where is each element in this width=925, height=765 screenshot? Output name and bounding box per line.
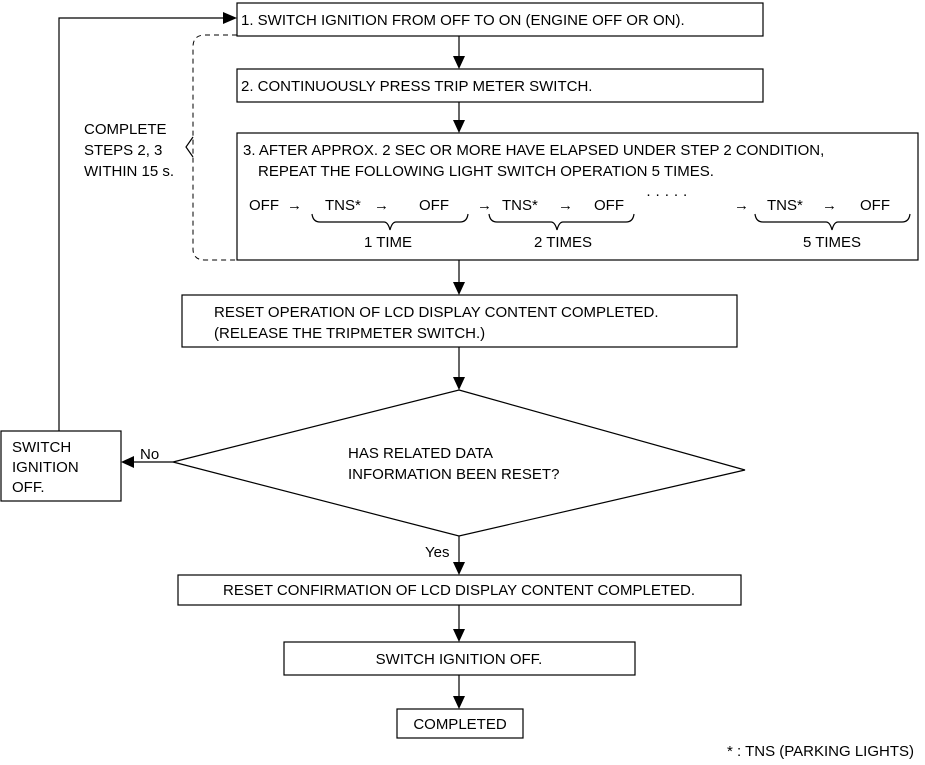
arrowhead-3-reset (453, 282, 465, 295)
seq-tns-1: TNS* (325, 197, 361, 214)
seq-arrow: → (558, 197, 573, 214)
switch-off-box (283, 641, 636, 676)
completed-text: COMPLETED (413, 716, 507, 733)
arrowhead-2-3 (453, 120, 465, 133)
switch-off-left-line2: IGNITION (12, 459, 79, 476)
bracket-pointer (185, 136, 194, 158)
switch-off-left-line1: SWITCH (12, 439, 71, 456)
arrowhead-confirm-off (453, 629, 465, 642)
brace-5-times (754, 213, 911, 231)
step3-line1: 3. AFTER APPROX. 2 SEC OR MORE HAVE ELAP… (243, 142, 824, 159)
seq-arrow: → (477, 197, 492, 214)
footnote: * : TNS (PARKING LIGHTS) (727, 743, 914, 760)
steps-bracket (192, 34, 237, 261)
seq-off-5: OFF (860, 197, 890, 214)
decision-line2: INFORMATION BEEN RESET? (348, 466, 559, 483)
step1-text: 1. SWITCH IGNITION FROM OFF TO ON (ENGIN… (241, 12, 685, 29)
seq-off-1: OFF (419, 197, 449, 214)
completed-box (396, 708, 524, 739)
seq-tns-5: TNS* (767, 197, 803, 214)
seq-arrow: → (822, 197, 837, 214)
arrowhead-reset-decision (453, 377, 465, 390)
light-switch-sequence: OFF → TNS* → OFF → TNS* → OFF · · · · · … (249, 186, 911, 251)
loop-back-line (58, 17, 224, 431)
seq-start-off: OFF (249, 197, 279, 214)
reset-confirmation-text: RESET CONFIRMATION OF LCD DISPLAY CONTEN… (223, 582, 695, 599)
brace-1-time (311, 213, 469, 231)
arrowhead-loop-back (223, 12, 237, 24)
note-line3: WITHIN 15 s. (84, 163, 174, 180)
seq-arrow: → (287, 197, 302, 214)
switch-off-left-box (0, 430, 122, 502)
arrowhead-1-2 (453, 56, 465, 69)
seq-arrow: → (374, 197, 389, 214)
label-5-times: 5 TIMES (803, 234, 861, 251)
yes-label: Yes (425, 544, 449, 561)
decision-diamond (172, 389, 746, 537)
seq-tns-2: TNS* (502, 197, 538, 214)
decision-line1: HAS RELATED DATA (348, 445, 493, 462)
arrowhead-off-completed (453, 696, 465, 709)
step2-box (236, 68, 764, 103)
arrowhead-no (121, 456, 134, 468)
seq-dots: · · · · · (646, 186, 688, 203)
seq-off-2: OFF (594, 197, 624, 214)
brace-2-times (488, 213, 635, 231)
label-2-times: 2 TIMES (534, 234, 592, 251)
reset-op-line1: RESET OPERATION OF LCD DISPLAY CONTENT C… (214, 304, 659, 321)
arrowhead-yes (453, 562, 465, 575)
step2-text: 2. CONTINUOUSLY PRESS TRIP METER SWITCH. (241, 78, 592, 95)
label-1-time: 1 TIME (364, 234, 412, 251)
switch-off-left-line3: OFF. (12, 479, 45, 496)
step3-line2: REPEAT THE FOLLOWING LIGHT SWITCH OPERAT… (258, 163, 714, 180)
note-line2: STEPS 2, 3 (84, 142, 162, 159)
seq-arrow: → (734, 197, 749, 214)
step1-box (236, 2, 764, 37)
note-line1: COMPLETE (84, 121, 167, 138)
step3-box (236, 132, 919, 261)
reset-operation-box (181, 294, 738, 348)
no-label: No (140, 446, 159, 463)
switch-off-text: SWITCH IGNITION OFF. (376, 651, 543, 668)
reset-confirmation-box (177, 574, 742, 606)
reset-op-line2: (RELEASE THE TRIPMETER SWITCH.) (214, 325, 485, 342)
